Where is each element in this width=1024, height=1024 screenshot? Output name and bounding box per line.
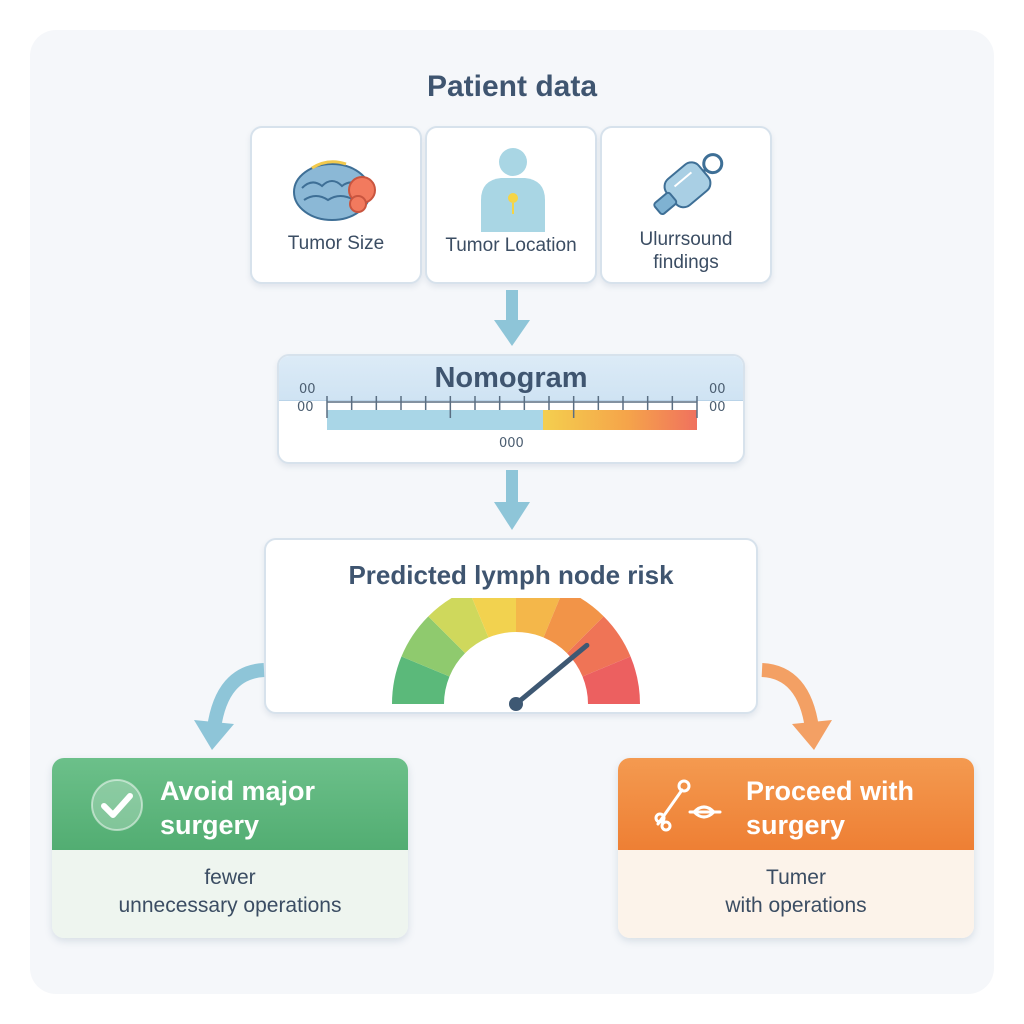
nomogram-left-top-label: 00 xyxy=(299,382,316,397)
outcome-avoid-surgery: Avoid major surgery fewer unnecessary op… xyxy=(52,758,408,938)
nomogram-left-bottom-label: 00 xyxy=(297,400,314,415)
outcome-proceed-text-line1: Tumer xyxy=(766,866,826,889)
gauge-hub xyxy=(509,697,523,711)
input-label-ultrasound: Ulurrsound findings xyxy=(602,228,770,274)
arrow-branch-left xyxy=(194,663,265,750)
outcome-proceed-text: Tumer with operations xyxy=(618,864,974,920)
outcome-proceed-title-line2: surgery xyxy=(746,810,846,840)
brain-tumor-icon xyxy=(293,160,376,221)
gauge-needle xyxy=(513,642,590,707)
input-card-tumor-size: Tumor Size xyxy=(250,126,422,284)
nomogram-title: Nomogram xyxy=(434,362,588,394)
nomogram-card: Nomogram 00 00 00 00 000 xyxy=(277,354,745,464)
outcome-proceed-title-line1: Proceed with xyxy=(746,776,915,806)
nomogram-header xyxy=(279,356,743,401)
outcome-avoid-text: fewer unnecessary operations xyxy=(52,864,408,920)
outcome-avoid-title-line1: Avoid major xyxy=(160,776,316,806)
gauge-segment xyxy=(582,656,640,704)
nomogram-center-label: 000 xyxy=(499,436,524,451)
outcome-proceed-header xyxy=(618,758,974,850)
body-silhouette-icon xyxy=(481,148,545,232)
outcome-proceed-surgery: Proceed with surgery Tumer with operatio… xyxy=(618,758,974,938)
risk-card: Predicted lymph node risk xyxy=(264,538,758,714)
input-label-tumor-location: Tumor Location xyxy=(445,235,577,256)
risk-gauge xyxy=(392,598,640,711)
outcome-proceed-title: Proceed with surgery xyxy=(746,774,914,842)
outcome-avoid-text-line2: unnecessary operations xyxy=(118,894,342,917)
ultrasound-probe-icon xyxy=(653,153,724,216)
arrow-down-2 xyxy=(494,470,530,530)
outcome-avoid-text-line1: fewer xyxy=(204,866,256,889)
nomogram-high-band xyxy=(543,410,697,430)
page-title: Patient data xyxy=(426,70,598,103)
nomogram-right-top-label: 00 xyxy=(709,382,726,397)
nomogram-right-bottom-label: 00 xyxy=(709,400,726,415)
outcome-avoid-title-line2: surgery xyxy=(160,810,260,840)
outcome-avoid-title: Avoid major surgery xyxy=(160,774,315,842)
nomogram-scale xyxy=(326,396,698,430)
input-label-ultrasound-text: Ulurrsound findings xyxy=(639,229,733,273)
input-card-ultrasound: Ulurrsound findings xyxy=(600,126,772,284)
gauge-segment xyxy=(392,656,450,704)
nomogram-low-band xyxy=(327,410,543,430)
gauge-segment xyxy=(516,598,560,638)
gauge-segment xyxy=(472,598,516,638)
gauge-segment xyxy=(543,598,604,654)
arrow-down-1 xyxy=(494,290,530,346)
surgical-instruments-icon xyxy=(654,779,722,832)
outcome-avoid-body: fewer unnecessary operations xyxy=(52,850,408,938)
input-label-tumor-size: Tumor Size xyxy=(287,233,385,254)
arrow-branch-right xyxy=(761,663,832,750)
outcome-proceed-text-line2: with operations xyxy=(725,894,867,917)
gauge-segment xyxy=(428,598,489,654)
outcome-proceed-body: Tumer with operations xyxy=(618,850,974,938)
gauge-segment xyxy=(401,616,466,677)
check-circle-icon xyxy=(91,779,143,831)
risk-title: Predicted lymph node risk xyxy=(348,560,674,590)
input-card-tumor-location: Tumor Location xyxy=(425,126,597,284)
outcome-avoid-header xyxy=(52,758,408,850)
gauge-segment xyxy=(566,616,631,677)
